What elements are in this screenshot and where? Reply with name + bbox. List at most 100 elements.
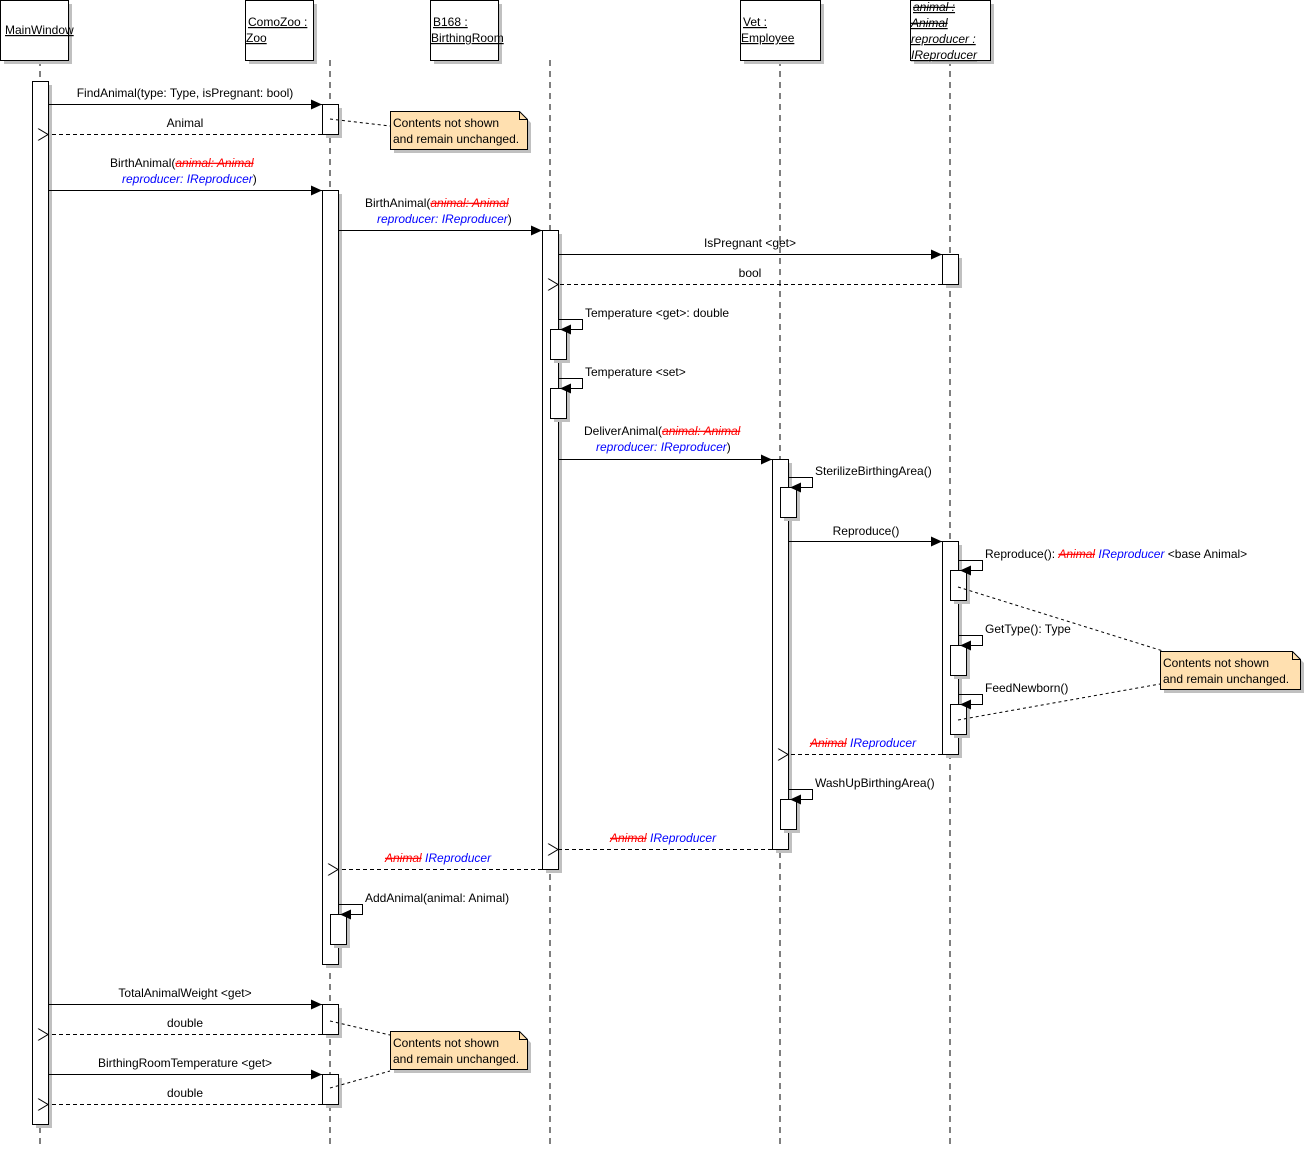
activation-bar-vet bbox=[780, 487, 800, 521]
message-label: bool bbox=[739, 266, 762, 280]
note-connector bbox=[329, 118, 391, 127]
message-reproduce-return[interactable]: Animal IReproducer bbox=[788, 736, 942, 755]
activation-box bbox=[330, 914, 347, 945]
message-label: WashUpBirthingArea() bbox=[815, 776, 935, 790]
note-text: and remain unchanged. bbox=[393, 1052, 519, 1066]
activation-bar-animal bbox=[942, 254, 962, 288]
message-find-animal-return[interactable]: Animal bbox=[48, 116, 322, 135]
message-label: AddAnimal(animal: Animal) bbox=[365, 891, 509, 905]
participant-box bbox=[910, 0, 991, 61]
message-birthing-room-temperature-return[interactable]: double bbox=[48, 1086, 322, 1105]
message-label: IsPregnant <get> bbox=[704, 236, 796, 250]
message-is-pregnant[interactable]: IsPregnant <get> bbox=[558, 236, 942, 260]
participant-mainwindow[interactable]: MainWindow bbox=[0, 0, 75, 65]
participant-label: animal : bbox=[913, 0, 955, 14]
note-text: Contents not shown bbox=[1163, 656, 1269, 670]
note-text: and remain unchanged. bbox=[1163, 672, 1289, 686]
activation-box bbox=[550, 329, 567, 360]
message-is-pregnant-return[interactable]: bool bbox=[558, 266, 942, 285]
message-total-animal-weight[interactable]: TotalAnimalWeight <get> bbox=[48, 986, 322, 1010]
message-label: BirthAnimal(animal: Animal bbox=[365, 196, 509, 210]
participant-vet[interactable]: Vet :Employee bbox=[740, 0, 825, 65]
activation-bar-comozoo bbox=[330, 914, 350, 948]
participant-label: MainWindow bbox=[5, 23, 74, 37]
message-deliver-animal[interactable]: DeliverAnimal(animal: Animal reproducer: … bbox=[558, 424, 772, 465]
participant-label: Zoo bbox=[246, 31, 267, 45]
note-fold bbox=[519, 111, 528, 120]
note-reproduce: Contents not shown and remain unchanged. bbox=[957, 586, 1304, 721]
activation-bar-vet bbox=[780, 799, 800, 833]
participant-label: Employee bbox=[741, 31, 795, 45]
activation-box bbox=[550, 388, 567, 419]
activation-box bbox=[942, 254, 959, 285]
message-label: Animal IReproducer bbox=[809, 736, 917, 750]
message-label: double bbox=[167, 1016, 203, 1030]
activation-box bbox=[780, 487, 797, 518]
activation-box bbox=[32, 81, 49, 1125]
self-message-arrow bbox=[958, 694, 983, 710]
message-label: Animal IReproducer bbox=[384, 851, 492, 865]
message-label: reproducer: IReproducer) bbox=[596, 440, 731, 454]
self-message-arrow bbox=[788, 477, 813, 493]
participant-b168[interactable]: B168 :BirthingRoom bbox=[430, 0, 504, 65]
participant-label: B168 : bbox=[433, 15, 468, 29]
message-label: FindAnimal(type: Type, isPregnant: bool) bbox=[77, 86, 294, 100]
message-sterilize-birthing-area[interactable]: SterilizeBirthingArea() bbox=[788, 464, 932, 493]
note-text: Contents not shown bbox=[393, 116, 499, 130]
activation-box bbox=[322, 1074, 339, 1105]
message-temperature-set[interactable]: Temperature <set> bbox=[558, 365, 686, 394]
message-birth-animal-zoo[interactable]: BirthAnimal(animal: Animal reproducer: IR… bbox=[48, 156, 322, 196]
participant-box bbox=[0, 0, 69, 61]
note-connector bbox=[957, 683, 1161, 721]
message-reproduce-base[interactable]: Reproduce(): Animal IReproducer <base An… bbox=[958, 547, 1247, 576]
message-temperature-get[interactable]: Temperature <get>: double bbox=[558, 306, 729, 335]
note-text: and remain unchanged. bbox=[393, 132, 519, 146]
message-get-type[interactable]: GetType(): Type bbox=[958, 622, 1071, 651]
activation-box bbox=[950, 645, 967, 676]
message-birthing-room-temperature[interactable]: BirthingRoomTemperature <get> bbox=[48, 1056, 322, 1080]
note-connector bbox=[329, 1070, 391, 1089]
message-birth-animal-room-return[interactable]: Animal IReproducer bbox=[338, 851, 542, 870]
activation-bar-b168 bbox=[550, 329, 570, 363]
message-label: DeliverAnimal(animal: Animal bbox=[584, 424, 741, 438]
message-label: GetType(): Type bbox=[985, 622, 1071, 636]
message-label: FeedNewborn() bbox=[985, 681, 1068, 695]
message-add-animal[interactable]: AddAnimal(animal: Animal) bbox=[338, 891, 509, 920]
participant-box bbox=[245, 0, 314, 61]
activation-bar-animal bbox=[950, 570, 970, 604]
message-reproduce[interactable]: Reproduce() bbox=[788, 524, 942, 547]
message-label: BirthAnimal(animal: Animal bbox=[110, 156, 254, 170]
message-deliver-animal-return[interactable]: Animal IReproducer bbox=[558, 831, 772, 850]
note-box bbox=[390, 1031, 528, 1070]
message-wash-up-birthing-area[interactable]: WashUpBirthingArea() bbox=[788, 776, 935, 805]
self-message-arrow bbox=[958, 635, 983, 651]
message-feed-newborn[interactable]: FeedNewborn() bbox=[958, 681, 1068, 710]
activation-box bbox=[950, 570, 967, 601]
activation-box bbox=[542, 230, 559, 870]
message-label: SterilizeBirthingArea() bbox=[815, 464, 932, 478]
participant-comozoo[interactable]: ComoZoo :Zoo bbox=[245, 0, 318, 65]
activation-bar-comozoo bbox=[322, 1004, 342, 1038]
message-label: Temperature <get>: double bbox=[585, 306, 729, 320]
message-label: reproducer: IReproducer) bbox=[122, 172, 257, 186]
message-label: TotalAnimalWeight <get> bbox=[118, 986, 251, 1000]
note-connector bbox=[957, 586, 1164, 652]
note-fold bbox=[1292, 651, 1301, 660]
message-find-animal[interactable]: FindAnimal(type: Type, isPregnant: bool) bbox=[48, 86, 322, 110]
activation-bar-animal bbox=[950, 704, 970, 738]
self-message-arrow bbox=[338, 904, 363, 920]
message-label: Temperature <set> bbox=[585, 365, 686, 379]
participant-label: IReproducer bbox=[911, 48, 978, 62]
participant-box bbox=[740, 0, 821, 61]
participant-box bbox=[430, 0, 499, 61]
message-label: Reproduce(): Animal IReproducer <base An… bbox=[985, 547, 1247, 561]
note-fold bbox=[519, 1031, 528, 1040]
activation-bar-comozoo bbox=[322, 104, 342, 138]
message-label: Animal IReproducer bbox=[609, 831, 717, 845]
message-total-animal-weight-return[interactable]: double bbox=[48, 1016, 322, 1035]
message-label: Animal bbox=[167, 116, 204, 130]
activation-bar-mainwindow bbox=[32, 81, 52, 1128]
